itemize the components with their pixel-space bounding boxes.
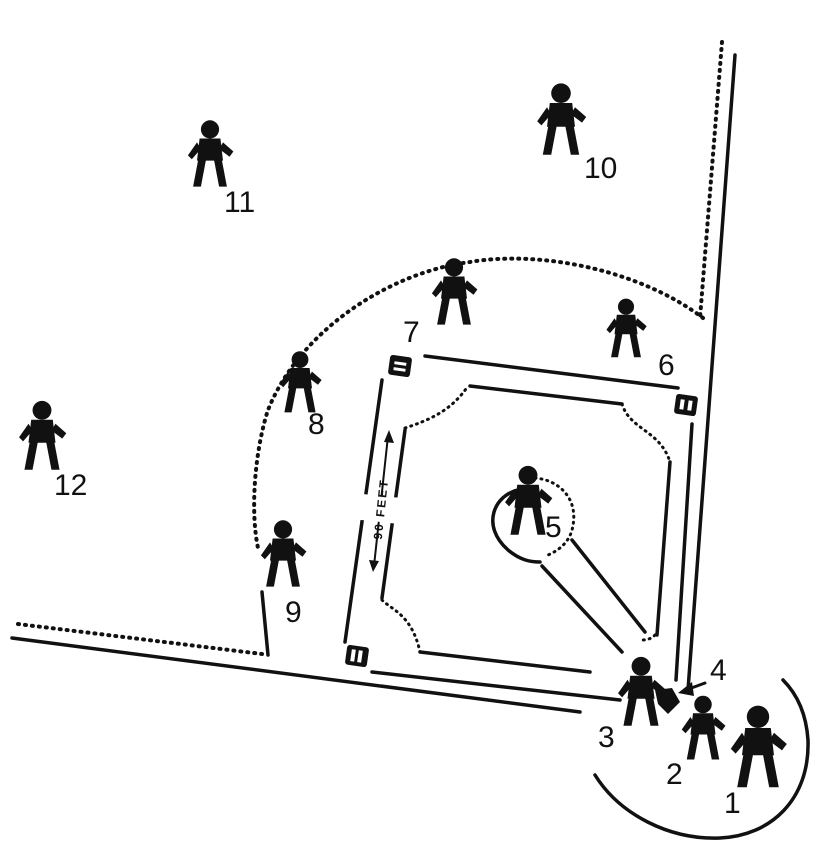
home-arrow [678, 681, 707, 696]
player-11 [187, 120, 234, 187]
player-1 [730, 705, 787, 788]
player-7 [431, 258, 478, 325]
player-12 [19, 400, 67, 470]
label-3: 3 [598, 721, 615, 754]
label-11: 11 [224, 186, 255, 219]
label-4: 4 [710, 654, 727, 687]
label-6: 6 [658, 349, 675, 382]
label-7: 7 [403, 316, 420, 349]
label-2: 2 [666, 758, 683, 791]
player-8 [279, 351, 322, 413]
label-8: 8 [308, 408, 325, 441]
second-base [388, 354, 412, 378]
label-5: 5 [545, 511, 562, 544]
label-12: 12 [54, 469, 87, 502]
player-10 [537, 83, 587, 155]
position-labels: 1 2 3 4 5 6 7 8 9 10 11 12 [54, 152, 741, 820]
foul-lines [10, 40, 737, 714]
player-3 [618, 656, 666, 726]
infield-inner [380, 384, 672, 674]
pitchers-circle [491, 476, 647, 654]
player-6 [606, 298, 647, 358]
distance-marker: 90 FEET [348, 430, 414, 572]
distance-label: 90 FEET [371, 478, 391, 540]
player-2 [681, 695, 726, 760]
label-1: 1 [724, 787, 741, 820]
outfield-arc-gap [260, 590, 270, 657]
bases [345, 354, 698, 714]
player-9 [260, 520, 307, 587]
home-plate-circle [593, 678, 810, 840]
label-9: 9 [285, 596, 302, 629]
first-base [674, 393, 698, 417]
third-base [345, 644, 369, 668]
outfield-arc [252, 256, 705, 550]
label-10: 10 [584, 152, 617, 185]
